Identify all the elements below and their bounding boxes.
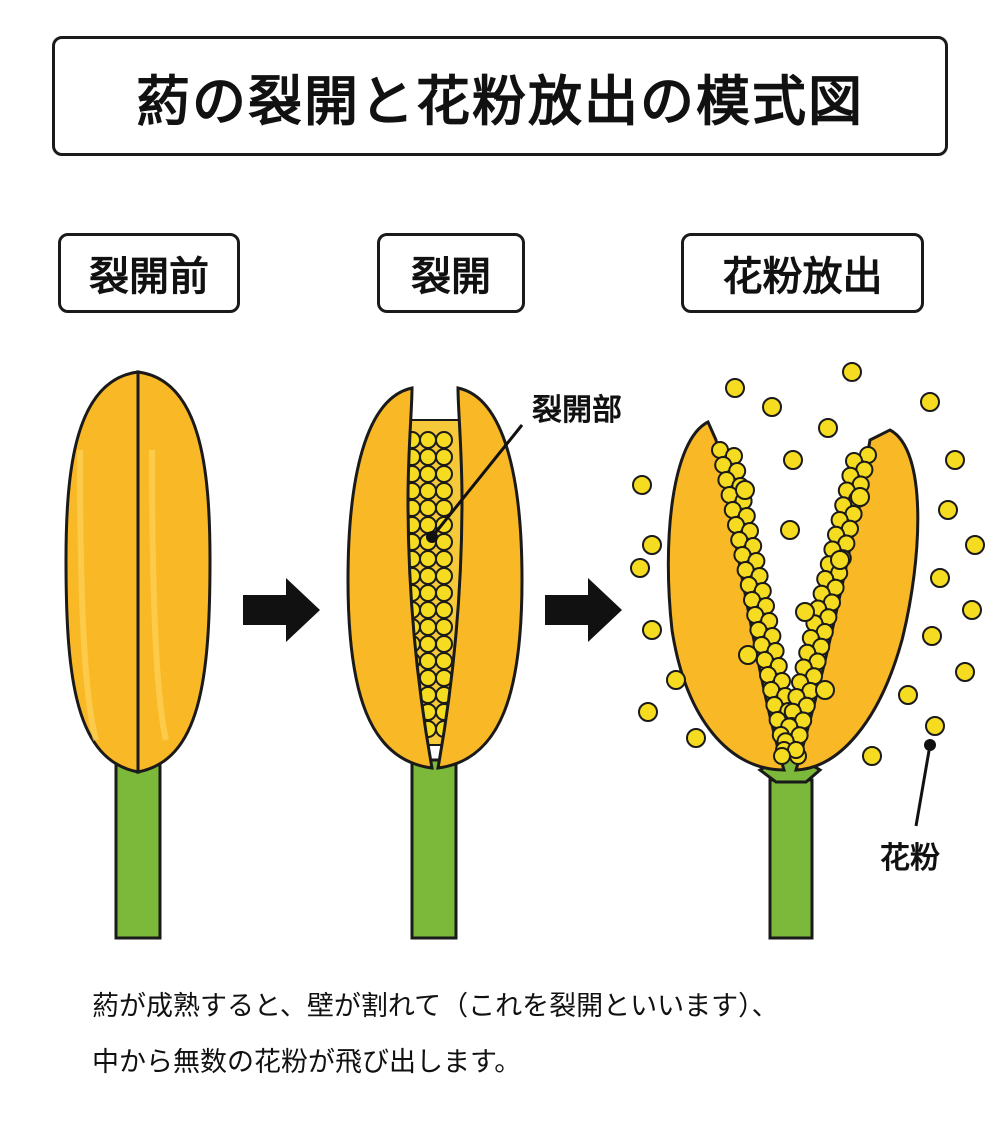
anther-lobe-right bbox=[136, 370, 212, 774]
pollen-grain bbox=[630, 558, 650, 578]
pollen-grain bbox=[815, 680, 835, 700]
pollen-grain bbox=[419, 465, 437, 483]
pollen-grain bbox=[435, 431, 453, 449]
pollen-scattered bbox=[630, 362, 985, 766]
pollen-grain bbox=[638, 702, 658, 722]
pollen-grain bbox=[965, 535, 985, 555]
pollen-grain bbox=[419, 652, 437, 670]
pollen-grain bbox=[862, 746, 882, 766]
pollen-grain bbox=[762, 397, 782, 417]
pointer-dot bbox=[426, 531, 438, 543]
anther-lobe-left bbox=[64, 370, 140, 774]
pollen-grain bbox=[419, 618, 437, 636]
pollen-grain bbox=[435, 584, 453, 602]
pollen-grain bbox=[666, 670, 686, 690]
pollen-grain bbox=[773, 747, 791, 765]
dehiscence-pointer bbox=[430, 424, 524, 538]
pollen-grain bbox=[419, 635, 437, 653]
pollen-grain bbox=[818, 418, 838, 438]
anther-dehiscing: 裂開部 bbox=[346, 386, 622, 940]
pollen-pointer bbox=[914, 744, 932, 827]
pollen-grain bbox=[780, 520, 800, 540]
diagram-title: 葯の裂開と花粉放出の模式図 bbox=[52, 36, 948, 156]
pollen-grain bbox=[419, 499, 437, 517]
filament bbox=[768, 778, 814, 940]
pollen-grain bbox=[938, 500, 958, 520]
filament bbox=[410, 758, 458, 940]
arrow-right-icon bbox=[545, 578, 622, 642]
anther-closed bbox=[64, 370, 212, 940]
caption-line-2: 中から無数の花粉が飛び出します。 bbox=[92, 1047, 522, 1078]
anther-lobe-right bbox=[436, 386, 524, 770]
pollen-grain bbox=[419, 448, 437, 466]
arrow-right-icon bbox=[243, 578, 320, 642]
pollen-grain bbox=[898, 685, 918, 705]
pollen-grain bbox=[725, 378, 745, 398]
pollen-grain bbox=[795, 602, 815, 622]
pollen-grain bbox=[419, 482, 437, 500]
pollen-grain bbox=[435, 465, 453, 483]
pollen-grain bbox=[842, 362, 862, 382]
pollen-grain bbox=[735, 480, 755, 500]
label-dehiscence-site: 裂開部 bbox=[532, 393, 622, 428]
pointer-dot bbox=[924, 739, 936, 751]
pollen-grain bbox=[435, 635, 453, 653]
pollen-grain bbox=[435, 618, 453, 636]
pollen-grain bbox=[419, 669, 437, 687]
pollen-grain bbox=[955, 662, 975, 682]
pollen-grain bbox=[738, 645, 758, 665]
pollen-grain bbox=[419, 601, 437, 619]
pollen-grain bbox=[419, 516, 437, 534]
pollen-grain bbox=[930, 568, 950, 588]
pollen-grain bbox=[435, 550, 453, 568]
caption-line-1: 葯が成熟すると、壁が割れて（これを裂開といいます）、 bbox=[92, 991, 779, 1022]
pollen-grain bbox=[686, 728, 706, 748]
pollen-grain bbox=[419, 567, 437, 585]
pollen-grain bbox=[435, 482, 453, 500]
stage-label-dehiscence: 裂開 bbox=[377, 233, 525, 313]
pollen-grain bbox=[925, 716, 945, 736]
pollen-grain bbox=[435, 601, 453, 619]
pollen-grain bbox=[945, 450, 965, 470]
stage-label-release: 花粉放出 bbox=[681, 233, 924, 313]
pollen-grain bbox=[435, 448, 453, 466]
pollen-grain bbox=[962, 600, 982, 620]
anther-open: 花粉 bbox=[630, 362, 985, 940]
pollen-grain bbox=[783, 450, 803, 470]
pollen-grain bbox=[850, 487, 870, 507]
pollen-grain bbox=[435, 567, 453, 585]
pollen-grain bbox=[435, 652, 453, 670]
anther-lobe-left bbox=[346, 386, 434, 770]
pollen-grain bbox=[922, 626, 942, 646]
pollen-grain bbox=[419, 584, 437, 602]
stage-label-before: 裂開前 bbox=[58, 233, 240, 313]
pollen-grain bbox=[419, 431, 437, 449]
pollen-grain bbox=[642, 535, 662, 555]
filament bbox=[114, 758, 162, 940]
pollen-grain bbox=[642, 620, 662, 640]
pollen-grain bbox=[632, 475, 652, 495]
pollen-grain bbox=[920, 392, 940, 412]
pollen-grain bbox=[435, 533, 453, 551]
pollen-grain bbox=[419, 550, 437, 568]
pollen-cluster bbox=[711, 441, 877, 765]
pollen-grain bbox=[830, 550, 850, 570]
label-pollen: 花粉 bbox=[880, 841, 940, 876]
